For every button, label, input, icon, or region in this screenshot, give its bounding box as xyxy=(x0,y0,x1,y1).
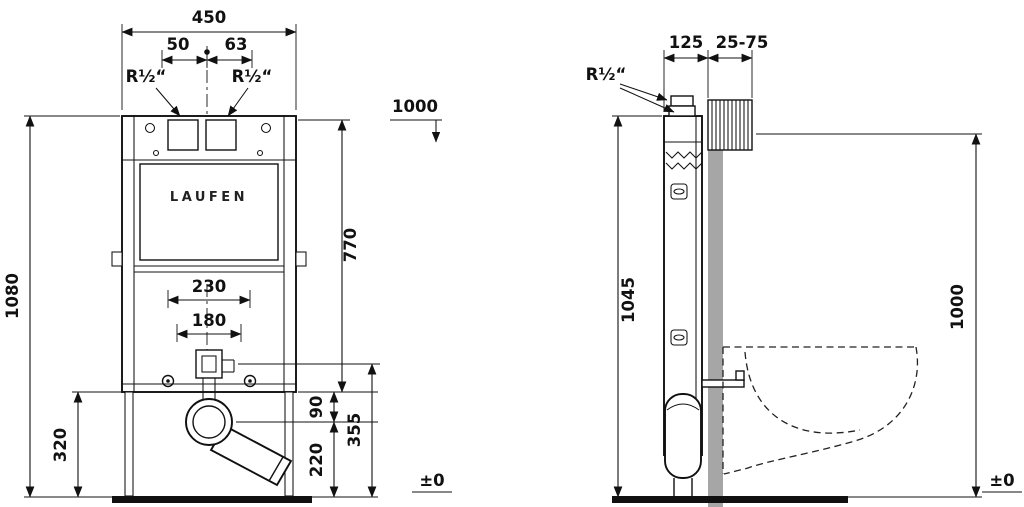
floor-line-side xyxy=(612,496,848,503)
wall-anchor-hatch xyxy=(707,99,753,151)
dim-230-label: 230 xyxy=(192,277,226,296)
bowl-outer-dashed xyxy=(723,346,919,475)
leader-line xyxy=(155,87,181,117)
dim-320-label: 320 xyxy=(51,428,70,462)
dim-63-label: 63 xyxy=(225,35,248,54)
frame-foot-right xyxy=(284,391,294,497)
dim-1000-front-label: 1000 xyxy=(392,97,438,116)
frame-outline xyxy=(121,115,297,393)
dim-220-label: 220 xyxy=(307,443,326,477)
dim-180-label: 180 xyxy=(192,311,226,330)
supply-valve xyxy=(195,349,223,379)
wall-anchor-outline xyxy=(707,99,753,151)
wall-bar xyxy=(708,150,723,507)
leader-line xyxy=(619,83,668,101)
dim-50-label: 50 xyxy=(167,35,190,54)
side-view: 125 25-75 R½“ 1045 1000 ±0 xyxy=(586,33,1022,507)
front-view: LAUFEN 45 xyxy=(3,8,452,503)
fixing-plate-lower xyxy=(670,329,688,346)
laufen-logo: LAUFEN xyxy=(170,190,248,205)
dim-1080-label: 1080 xyxy=(3,273,22,319)
cistern-body xyxy=(139,163,279,261)
dim-1000-side-label: 1000 xyxy=(948,284,967,330)
drain-circle-inner xyxy=(192,405,226,439)
leader-line xyxy=(619,87,675,113)
wall-anchor-tab-left xyxy=(111,251,123,267)
dim-355-label: 355 xyxy=(345,413,364,447)
flush-opening-right xyxy=(205,119,237,151)
fixing-plate-upper xyxy=(670,183,688,200)
screw-hole-left xyxy=(144,122,156,134)
wall-anchor-tab-right xyxy=(295,251,307,267)
fixing-slot-lower xyxy=(673,334,685,341)
flush-opening-left xyxy=(167,119,199,151)
dim-770-label: 770 xyxy=(341,228,360,262)
supply-valve-inner xyxy=(201,355,217,373)
drain-bend-detail xyxy=(666,403,700,411)
floor-level-front-label: ±0 xyxy=(419,471,444,490)
bracket-serration xyxy=(665,162,703,170)
toilet-outline xyxy=(722,346,919,475)
thread-label-left: R½“ xyxy=(126,67,167,86)
dim-450-label: 450 xyxy=(192,8,226,27)
fixing-bolt-left-center xyxy=(166,379,170,383)
bracket-serration xyxy=(665,151,703,159)
drain-pipe-flange xyxy=(268,456,284,482)
thread-label-side: R½“ xyxy=(586,65,627,84)
drain-bend-side xyxy=(664,393,702,479)
dim-25-75-label: 25-75 xyxy=(716,33,769,52)
screw-hole-small-right xyxy=(256,149,264,157)
bowl-inner-dashed xyxy=(744,351,861,434)
dim-1045-label: 1045 xyxy=(619,277,638,323)
screw-hole-right xyxy=(260,122,272,134)
screw-hole-small-left xyxy=(152,149,160,157)
fixing-bolt-right-center xyxy=(248,379,252,383)
thread-label-right: R½“ xyxy=(232,67,273,86)
wc-bracket-nut xyxy=(735,370,745,381)
floor-level-side-label: ±0 xyxy=(989,471,1014,490)
leader-line xyxy=(227,87,249,117)
dim-90-label: 90 xyxy=(307,396,326,419)
fixing-slot-upper xyxy=(673,188,685,195)
water-connection-top xyxy=(670,95,694,107)
floor-line-front xyxy=(112,496,312,503)
dim-125-label: 125 xyxy=(669,33,703,52)
hatch-lines xyxy=(711,100,749,150)
frame-foot-left xyxy=(124,391,134,497)
